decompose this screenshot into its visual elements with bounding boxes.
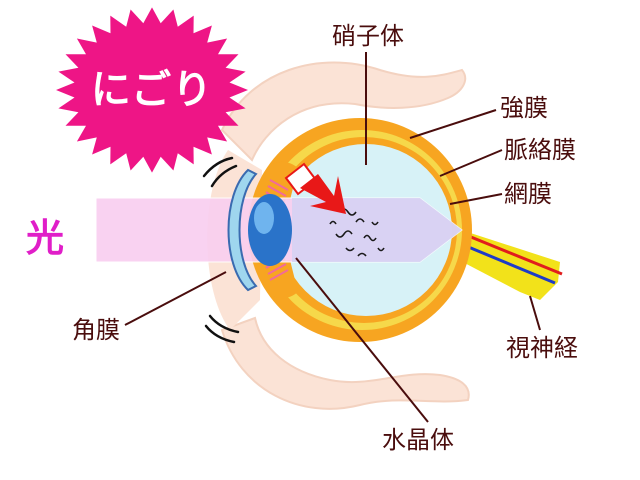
label-vitreous: 硝子体	[332, 22, 404, 50]
upper-eyelid	[220, 61, 467, 162]
eyelashes	[202, 156, 240, 344]
leader-lines	[124, 52, 541, 423]
label-cornea: 角膜	[72, 316, 120, 344]
cloudiness-badge-text: にごり	[90, 67, 214, 113]
ciliary-upper	[262, 161, 298, 200]
optic-nerve	[455, 228, 563, 300]
ciliary-lower	[262, 260, 298, 299]
label-retina: 網膜	[504, 180, 552, 208]
label-lens: 水晶体	[382, 426, 454, 454]
lens-highlight	[254, 202, 274, 234]
light-beam-inner	[292, 198, 462, 262]
cloudiness-arrow	[284, 162, 346, 214]
label-optic-nerve: 視神経	[506, 334, 578, 362]
label-choroid: 脈絡膜	[504, 136, 576, 164]
light-label: 光	[26, 216, 65, 260]
label-sclera: 強膜	[500, 94, 548, 122]
starburst-badge	[56, 7, 248, 173]
lower-eyelid	[220, 316, 470, 410]
cornea-shape	[227, 168, 258, 292]
